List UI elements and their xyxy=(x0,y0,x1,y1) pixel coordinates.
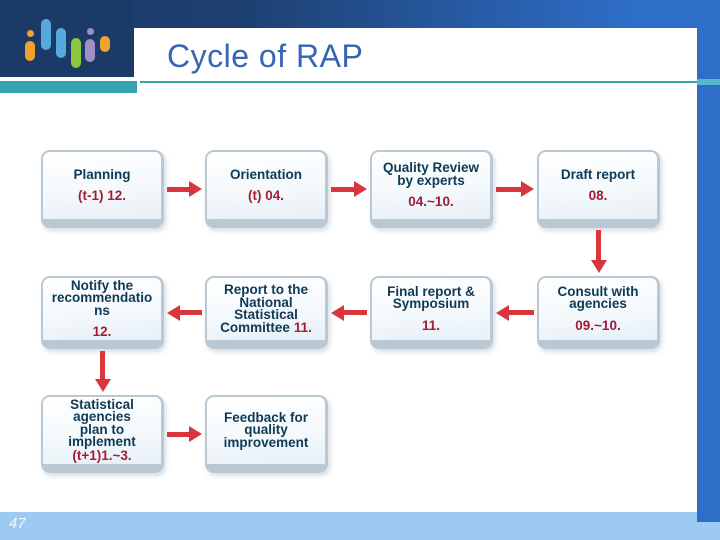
arrow-shaft xyxy=(508,310,534,315)
box-title-text: Notify the xyxy=(70,277,134,293)
logo-bar xyxy=(41,19,51,50)
arrow-shaft xyxy=(100,351,105,381)
arrowhead xyxy=(189,426,202,442)
teal-accent-block xyxy=(0,81,137,93)
arrowhead xyxy=(331,304,344,321)
arrowhead xyxy=(94,379,111,392)
arrow-shaft xyxy=(167,431,190,437)
box-title-text: agencies xyxy=(73,409,131,425)
box-title-text: quality xyxy=(244,422,288,438)
right-accent-bar xyxy=(697,0,720,522)
box-title-text: Final report & xyxy=(387,283,475,299)
box-title-text: Quality Review xyxy=(382,160,480,176)
logo-dot xyxy=(27,30,34,37)
box-title-text: Statistical xyxy=(70,396,134,412)
bar-chart-logo-icon xyxy=(0,0,134,77)
arrowhead xyxy=(590,260,607,273)
box-date-text: 09.~10. xyxy=(575,317,621,333)
teal-divider-line-right xyxy=(697,79,720,85)
teal-divider-line xyxy=(140,81,697,83)
box-date-text: 04.~10. xyxy=(408,194,454,210)
arrow-shaft xyxy=(331,186,355,192)
box-title-text: recommendatio xyxy=(51,290,153,305)
arrow-shaft xyxy=(179,310,202,315)
box-title-text: implement xyxy=(68,434,136,450)
flow-box-orientation: Orientation (t) 04. xyxy=(205,150,328,228)
box-date-text: 12. xyxy=(92,324,112,339)
box-title-text: improvement xyxy=(223,434,309,450)
logo-bar xyxy=(56,28,66,58)
box-title-text: Planning xyxy=(73,166,131,182)
arrowhead xyxy=(521,181,534,197)
footer-band: 47 xyxy=(0,512,720,540)
arrowhead xyxy=(167,304,180,321)
box-title-text: plan to xyxy=(79,421,125,437)
logo-bar xyxy=(85,39,95,62)
box-date-text: 11. xyxy=(421,317,441,333)
arrow-shaft xyxy=(496,186,522,192)
flow-box-planning: Planning (t-1) 12. xyxy=(41,150,164,228)
flow-box-final-report: Final report &Symposium 11. xyxy=(370,276,493,349)
page-number: 47 xyxy=(9,515,26,532)
box-title-text: Report to the xyxy=(224,282,308,297)
box-title-text: National xyxy=(239,294,293,310)
logo-bar xyxy=(25,41,35,61)
logo-bar xyxy=(71,38,81,68)
box-title-text: Consult with xyxy=(557,283,639,299)
box-title-text: agencies xyxy=(569,296,627,312)
arrowhead xyxy=(496,304,509,321)
arrowhead xyxy=(354,181,367,197)
box-date-text: (t-1) 12. xyxy=(77,188,126,203)
box-title-text: Symposium xyxy=(392,296,470,312)
arrowhead xyxy=(189,181,202,197)
box-title-text: Statistical xyxy=(234,307,298,322)
box-date-text: (t+1)1.~3. xyxy=(72,447,132,463)
box-title-text: ns xyxy=(94,302,110,318)
arrow-shaft xyxy=(343,310,367,315)
box-date-text: 08. xyxy=(588,188,608,203)
box-title-text: Feedback for xyxy=(223,409,309,425)
logo-bar xyxy=(100,36,110,52)
box-title-text: Orientation xyxy=(229,166,302,182)
page-title: Cycle of RAP xyxy=(167,38,364,74)
arrow-shaft xyxy=(596,230,601,262)
box-title-text: by experts xyxy=(397,172,465,188)
arrow-shaft xyxy=(167,186,190,192)
box-date-text: (t) 04. xyxy=(247,188,284,203)
flow-box-draft-report: Draft report 08. xyxy=(537,150,660,228)
box-title-text: Committee xyxy=(220,319,290,335)
logo-dot xyxy=(87,28,94,35)
box-date-text: 11. xyxy=(293,319,312,335)
box-title-text: Draft report xyxy=(560,166,636,182)
